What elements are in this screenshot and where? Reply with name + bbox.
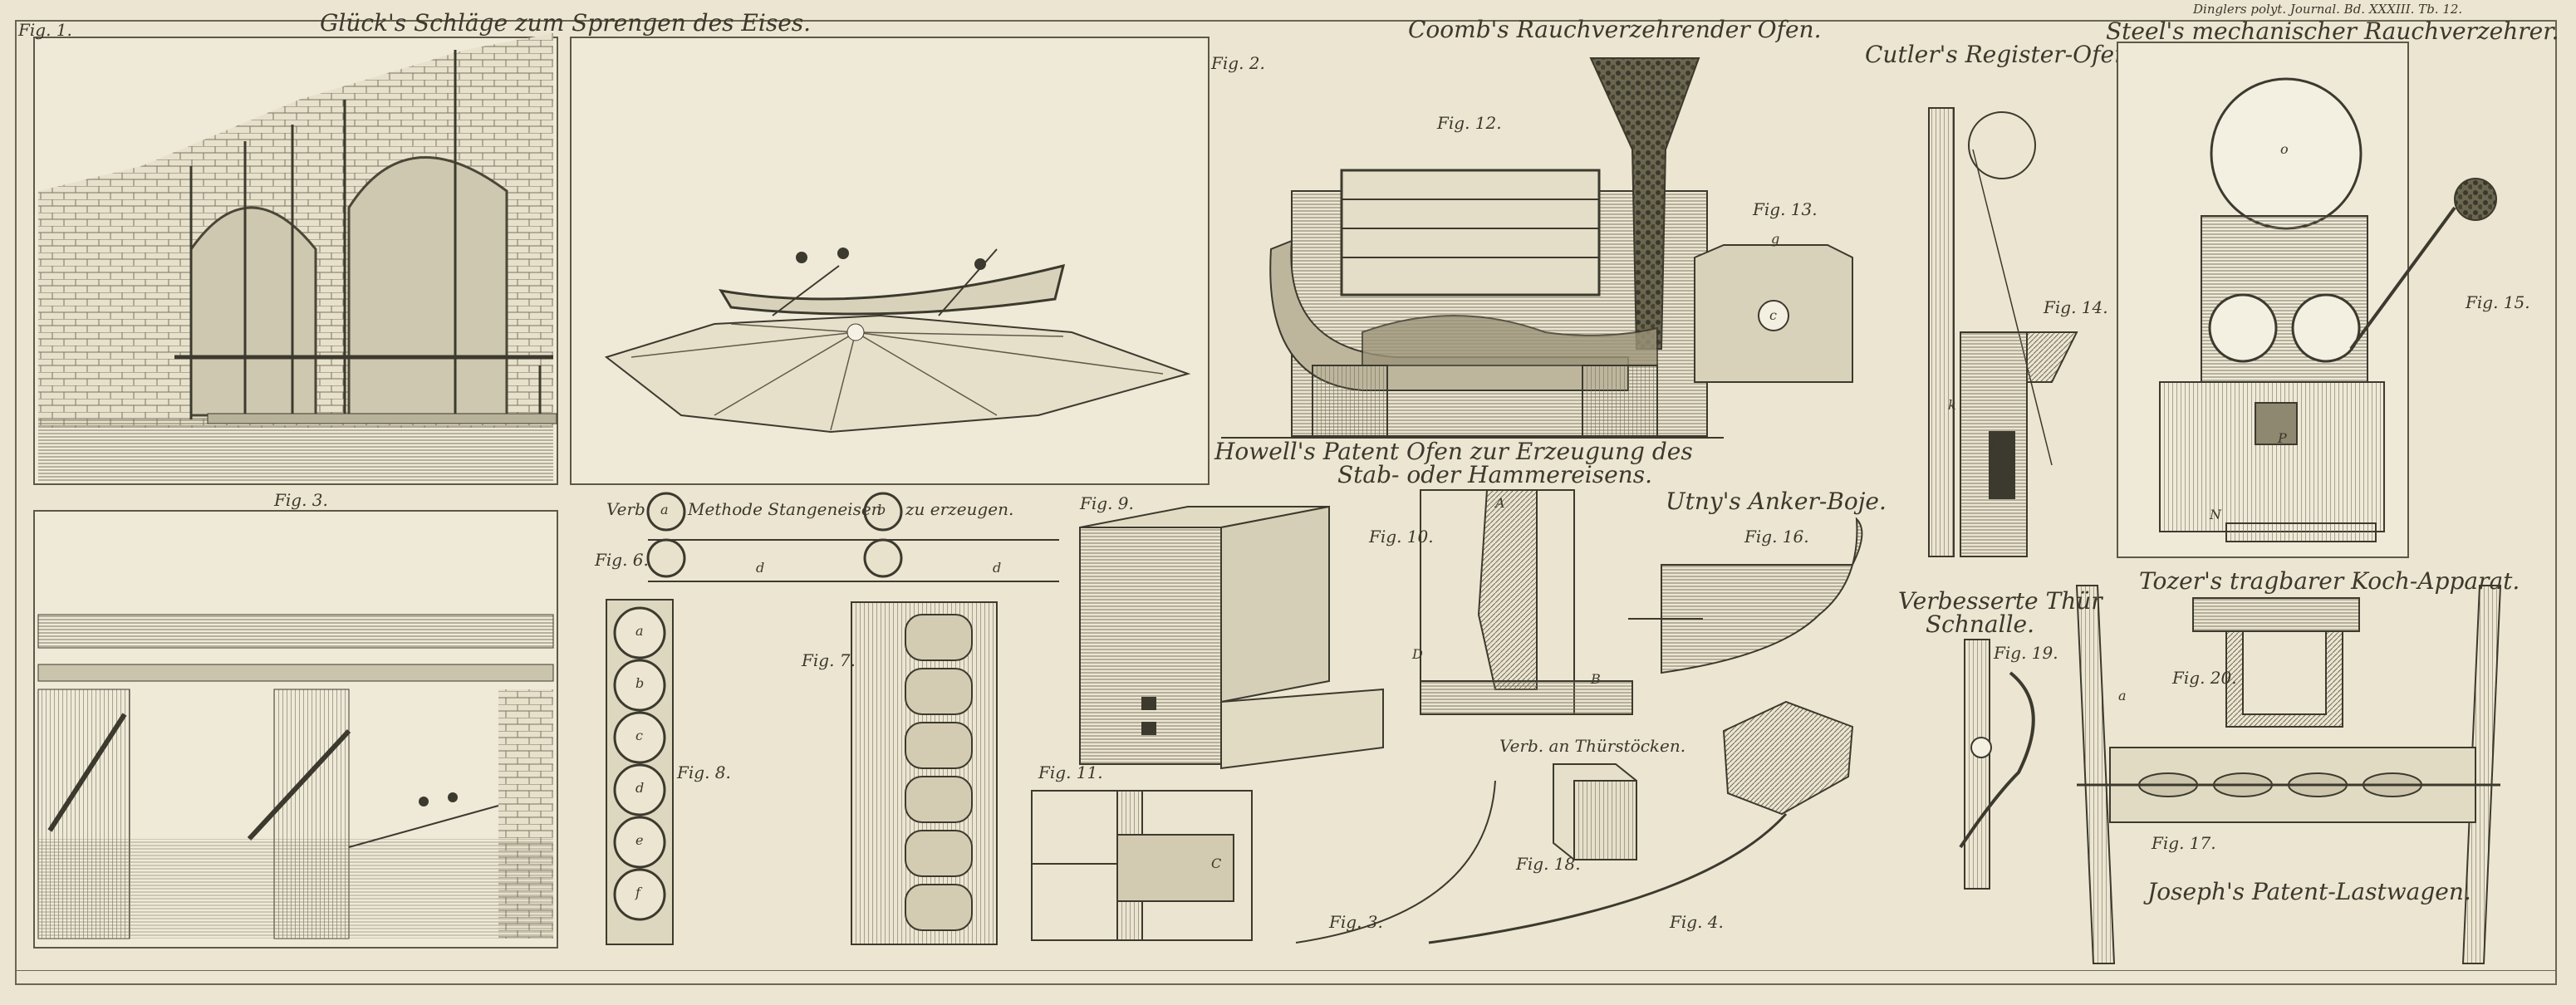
ref-letter-h: h	[1990, 439, 1999, 454]
fig10-label: Fig. 10.	[1369, 527, 1434, 547]
fig2-label: Fig. 2.	[1211, 53, 1265, 73]
fig2-boat-drawing	[604, 248, 1191, 434]
caption-utny: Utny's Anker-Boje.	[1666, 488, 1887, 515]
fig16-label: Fig. 16.	[1744, 527, 1809, 547]
fig18-bracket	[1553, 763, 1637, 860]
fig11-plan	[1031, 790, 1253, 941]
ref-letter-k: k	[1948, 397, 1956, 413]
plate-border	[15, 20, 2557, 985]
fig19-door-latch	[1959, 639, 2035, 890]
ref-letter-a3: a	[2118, 688, 2127, 704]
fig13-label: Fig. 13.	[1753, 199, 1818, 219]
fig18-label: Fig. 18.	[1516, 854, 1581, 874]
fig15-steel-drawing	[2159, 77, 2497, 542]
fig3-label: Fig. 3.	[1329, 912, 1383, 932]
caption-methode-verb: Verb.	[606, 499, 651, 519]
fig8-roller-stack	[606, 599, 674, 945]
fig17-joseph-wagon	[2075, 585, 2502, 964]
caption-joseph: Joseph's Patent-Lastwagen.	[2147, 878, 2471, 905]
fig6-rolling-bars	[646, 492, 1059, 582]
ref-letter-b1: b	[877, 502, 886, 517]
title-cutler: Cutler's Register-Ofen.	[1865, 41, 2137, 68]
ref-letter-N: N	[2210, 507, 2221, 522]
fig7-label: Fig. 7.	[802, 650, 856, 670]
fig20-label: Fig. 20.	[2172, 668, 2237, 688]
ref-letter-d2: d	[993, 560, 1002, 576]
fig14-cutler-stove	[1928, 107, 2078, 557]
ref-letter-e: e	[635, 832, 644, 848]
caption-methode-2: zu erzeugen.	[905, 499, 1014, 519]
caption-howell-2: Stab- oder Hammereisens.	[1337, 461, 1652, 488]
fig9-label: Fig. 9.	[1080, 493, 1134, 513]
ref-letter-B: B	[1591, 671, 1601, 687]
fig20-cooking-apparatus	[2192, 597, 2360, 728]
fig15-label: Fig. 15.	[2466, 292, 2530, 312]
fig16-anchor-buoy	[1628, 517, 1863, 674]
ref-letter-c3: c	[1769, 307, 1777, 323]
ref-letter-o: o	[2280, 141, 2289, 157]
fig10-section	[1420, 489, 1633, 715]
plate-bottom-rule	[15, 970, 2557, 971]
fig13-end-view	[1694, 244, 1853, 383]
fig17-label: Fig. 17.	[2152, 833, 2216, 853]
ref-letter-b2: b	[635, 675, 645, 691]
ref-letter-f: f	[635, 885, 640, 900]
fig4-buoy-object	[1295, 700, 1854, 944]
fig9-furnace-box	[1079, 505, 1384, 770]
fig4-label: Fig. 4.	[1670, 912, 1724, 932]
caption-thuer-1: Verbesserte Thür	[1898, 587, 2103, 615]
fig6-label: Fig. 6.	[595, 550, 649, 570]
ref-letter-a2: a	[635, 623, 644, 639]
caption-thuer-2: Schnalle.	[1926, 610, 2035, 638]
title-coomb: Coomb's Rauchverzehrender Ofen.	[1408, 16, 1822, 43]
ref-letter-g: g	[1771, 231, 1780, 247]
fig1-bridge-drawing	[38, 33, 557, 482]
ref-letter-C: C	[1211, 855, 1222, 871]
journal-reference: Dinglers polyt. Journal. Bd. XXXIII. Tb.…	[2193, 2, 2463, 17]
fig5-frame-bridge-drawing	[37, 614, 554, 939]
caption-tozer: Tozer's tragbarer Koch-Apparat.	[2139, 567, 2520, 595]
ref-letter-D: D	[1412, 646, 1423, 662]
ref-letter-c2: c	[635, 728, 643, 743]
fig7-roller-column	[851, 601, 998, 945]
title-glueck: Glück's Schläge zum Sprengen des Eises.	[320, 9, 812, 37]
ref-letter-d1: d	[756, 560, 765, 576]
caption-howell-1: Howell's Patent Ofen zur Erzeugung des	[1214, 438, 1693, 465]
fig5-label: Fig. 3.	[274, 490, 328, 510]
fig19-label: Fig. 19.	[1994, 643, 2058, 663]
fig14-label: Fig. 14.	[2044, 297, 2108, 317]
caption-methode-1: Methode Stangeneisen	[688, 499, 882, 519]
ref-letter-P: P	[2278, 430, 2287, 446]
fig8-label: Fig. 8.	[677, 762, 731, 782]
fig11-label: Fig. 11.	[1038, 762, 1103, 782]
fig1-label: Fig. 1.	[18, 20, 72, 40]
caption-thuerstoecken: Verb. an Thürstöcken.	[1499, 736, 1686, 756]
fig12-label: Fig. 12.	[1437, 113, 1502, 133]
title-steel: Steel's mechanischer Rauchverzehrer.	[2106, 17, 2559, 45]
fig12-coomb-stove	[1269, 57, 1708, 437]
ref-letter-A: A	[1495, 495, 1505, 511]
ref-letter-a1: a	[660, 502, 669, 517]
ref-letter-d3: d	[635, 780, 645, 796]
